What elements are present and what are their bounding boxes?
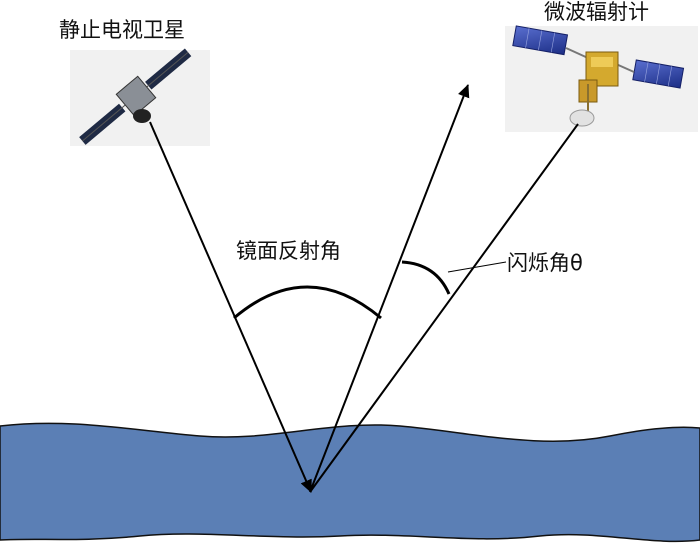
radiometer-label: 微波辐射计 bbox=[544, 2, 649, 23]
glint-angle-label: 闪烁角θ bbox=[507, 253, 583, 274]
ocean-surface bbox=[0, 423, 700, 541]
glint-angle-arc bbox=[402, 262, 449, 294]
geo-satellite-label: 静止电视卫星 bbox=[59, 20, 185, 41]
radiometer-satellite-icon bbox=[505, 26, 698, 132]
specular-angle-label: 镜面反射角 bbox=[236, 241, 341, 262]
specular-angle-arc bbox=[234, 287, 381, 318]
satellite-icon bbox=[70, 42, 210, 152]
